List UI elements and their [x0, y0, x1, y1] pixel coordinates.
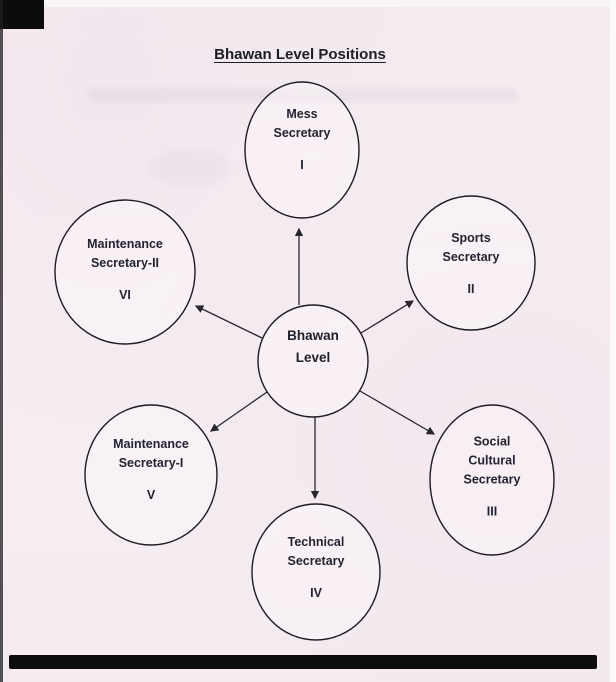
node-maintenance-secretary-2: Maintenance Secretary-II VI — [87, 235, 163, 305]
node-label-line: Cultural — [468, 453, 516, 468]
node-label-line: Mess — [286, 107, 318, 121]
arrow-to-social-cultural-secretary — [359, 390, 436, 435]
node-label-line: Social — [473, 434, 511, 449]
bhawan-level-center-ellipse — [257, 304, 369, 418]
node-maintenance-secretary-1: Maintenance Secretary-I V — [113, 435, 189, 505]
scan-artifact-right-edge — [610, 0, 616, 682]
scan-artifact-left-edge — [0, 0, 3, 682]
maintenance-secretary-1-ellipse — [84, 404, 218, 546]
center-label-line: Bhawan — [287, 328, 339, 343]
node-label-line: Maintenance — [113, 437, 189, 451]
node-numeral: IV — [310, 586, 322, 600]
scan-smudge — [150, 148, 230, 188]
node-mess-secretary: Mess Secretary I — [274, 105, 331, 175]
node-label-line: Secretary — [287, 554, 345, 568]
arrow-to-sports-secretary — [360, 300, 415, 334]
node-social-cultural-secretary: Social Cultural Secretary III — [464, 433, 521, 522]
node-label-line: Secretary — [442, 250, 500, 264]
node-label-line: Sports — [451, 231, 491, 245]
scan-smudge — [88, 88, 518, 102]
connector-arrows — [194, 227, 436, 500]
mess-secretary-ellipse — [244, 81, 360, 219]
node-label-line: Technical — [287, 535, 345, 549]
node-technical-secretary: Technical Secretary IV — [288, 533, 345, 603]
technical-secretary-ellipse — [251, 503, 381, 641]
node-label-line: Secretary — [463, 472, 521, 487]
node-sports-secretary: Sports Secretary II — [443, 229, 500, 299]
scan-artifact-bottom-bar — [9, 655, 597, 669]
node-numeral: III — [486, 504, 498, 519]
node-numeral: VI — [119, 288, 131, 302]
page-title: Bhawan Level Positions — [214, 46, 386, 63]
node-numeral: I — [300, 158, 304, 172]
node-label-line: Secretary — [273, 126, 331, 140]
arrow-to-maintenance-secretary-1 — [209, 391, 268, 432]
center-node-label: Bhawan Level — [287, 325, 339, 369]
node-label-line: Secretary-I — [118, 456, 184, 470]
scan-artifact-top-left — [0, 0, 44, 29]
node-numeral: V — [146, 488, 156, 502]
arrow-to-maintenance-secretary-2 — [194, 305, 263, 339]
scan-artifact-top-strip — [0, 0, 616, 7]
node-label-line: Maintenance — [87, 237, 163, 251]
center-label-line: Level — [295, 350, 331, 365]
node-label-line: Secretary-II — [90, 256, 160, 270]
social-cultural-secretary-ellipse — [429, 404, 555, 556]
sports-secretary-ellipse — [406, 195, 536, 331]
maintenance-secretary-2-ellipse — [54, 199, 196, 345]
node-numeral: II — [467, 282, 475, 296]
